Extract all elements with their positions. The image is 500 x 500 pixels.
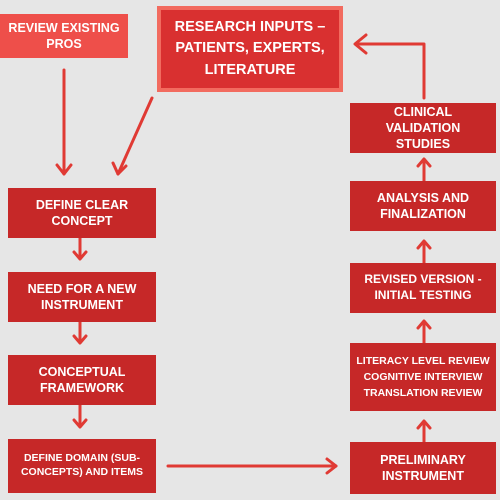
arrow-concept-to-need	[72, 236, 88, 261]
arrow-need-to-framework	[72, 320, 88, 345]
arrow-review-to-revised	[416, 319, 432, 345]
node-label: NEED FOR A NEW INSTRUMENT	[27, 281, 137, 312]
node-label: REVISED VERSION - INITIAL TESTING	[364, 272, 482, 302]
node-define-clear-concept: DEFINE CLEAR CONCEPT	[8, 188, 156, 238]
node-revised-version: REVISED VERSION - INITIAL TESTING	[350, 263, 496, 313]
node-label-line-2: COGNITIVE INTERVIEW	[363, 370, 483, 383]
node-label: CLINICAL VALIDATION STUDIES	[385, 104, 461, 152]
arrow-research-to-concept	[111, 96, 154, 176]
arrow-preliminary-to-review	[416, 419, 432, 444]
node-conceptual-framework: CONCEPTUAL FRAMEWORK	[8, 355, 156, 405]
node-analysis-finalization: ANALYSIS AND FINALIZATION	[350, 181, 496, 231]
node-label: DEFINE DOMAIN (SUB-CONCEPTS) AND ITEMS	[20, 452, 144, 478]
node-label: DEFINE CLEAR CONCEPT	[35, 197, 129, 228]
arrow-review-to-concept	[55, 68, 73, 176]
node-review-steps: LITERACY LEVEL REVIEW COGNITIVE INTERVIE…	[350, 343, 496, 411]
arrow-clinical-to-research	[353, 33, 426, 100]
node-define-domain: DEFINE DOMAIN (SUB-CONCEPTS) AND ITEMS	[8, 439, 156, 493]
arrow-analysis-to-clinical	[416, 157, 432, 183]
node-label: CONCEPTUAL FRAMEWORK	[38, 364, 126, 395]
node-label-line-1: LITERACY LEVEL REVIEW	[356, 354, 490, 367]
node-preliminary-instrument: PRELIMINARY INSTRUMENT	[350, 442, 496, 494]
arrow-revised-to-analysis	[416, 239, 432, 265]
node-need-new-instrument: NEED FOR A NEW INSTRUMENT	[8, 272, 156, 322]
node-review-existing-pros: REVIEW EXISTING PROS	[0, 14, 128, 58]
arrow-domain-to-preliminary	[166, 457, 338, 475]
node-research-inputs: RESEARCH INPUTS – PATIENTS, EXPERTS, LIT…	[157, 6, 343, 92]
node-label: PRELIMINARY INSTRUMENT	[380, 452, 466, 483]
node-label: RESEARCH INPUTS – PATIENTS, EXPERTS, LIT…	[174, 19, 326, 78]
node-label-line-3: TRANSLATION REVIEW	[363, 387, 483, 400]
node-clinical-validation: CLINICAL VALIDATION STUDIES	[350, 103, 496, 153]
node-label: ANALYSIS AND FINALIZATION	[376, 190, 470, 221]
node-label: REVIEW EXISTING PROS	[8, 20, 120, 51]
arrow-framework-to-domain	[72, 403, 88, 429]
